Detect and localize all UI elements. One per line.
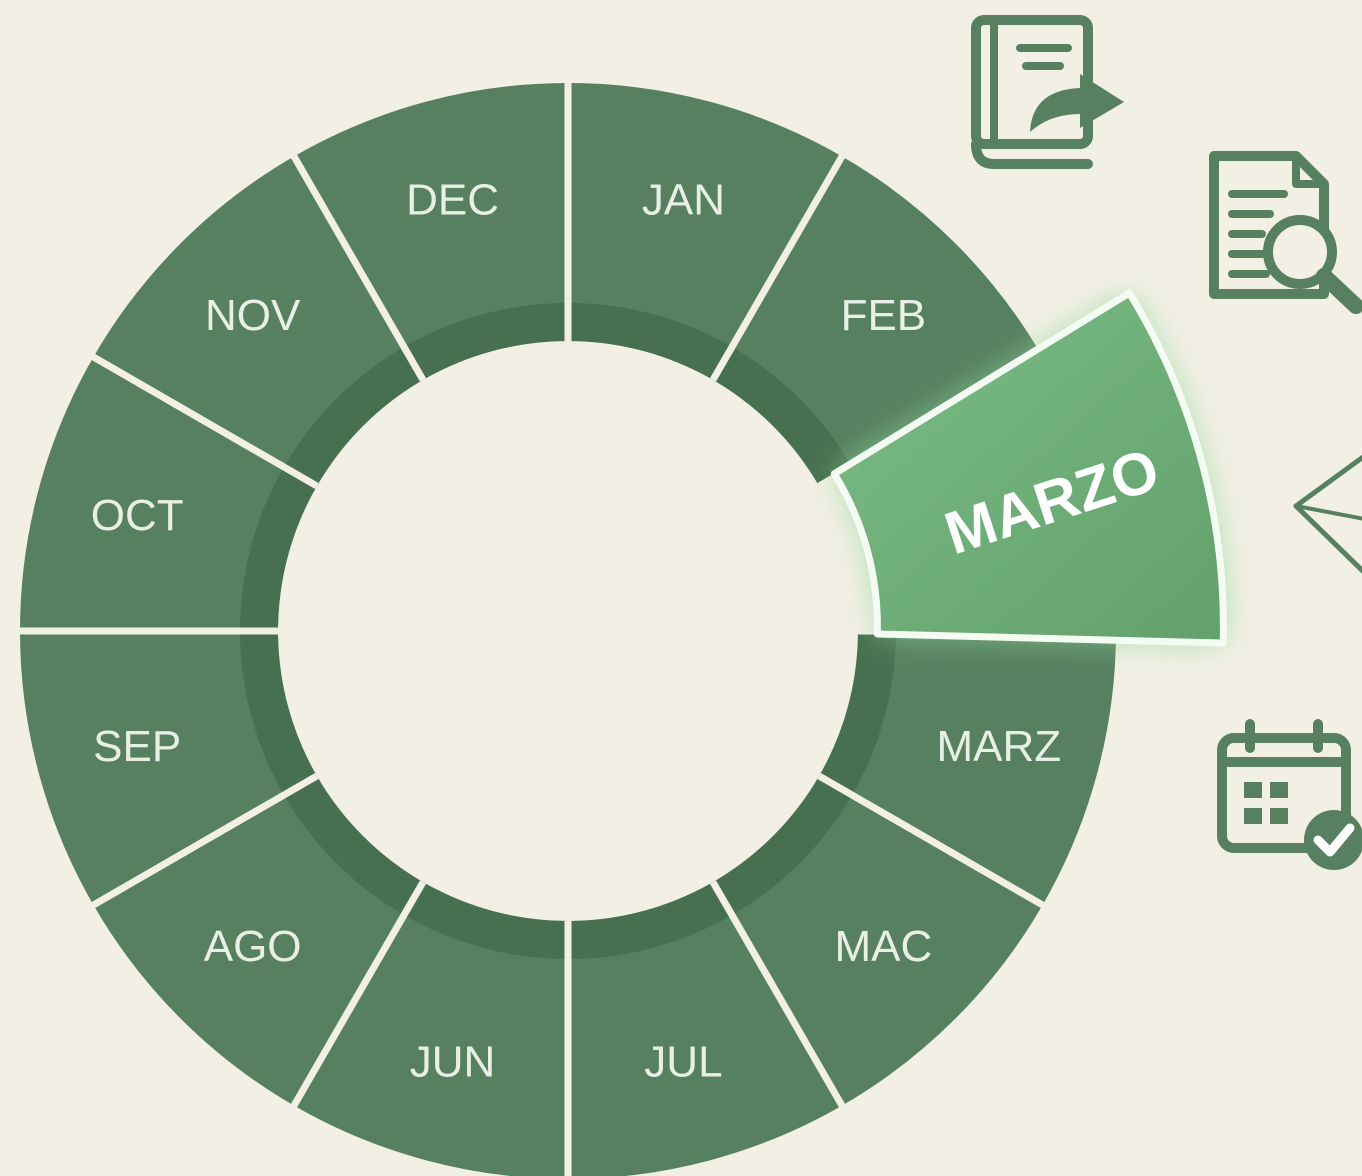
month-segment-jun[interactable] xyxy=(294,882,568,1176)
month-label: OCT xyxy=(91,491,184,540)
month-segment-sep[interactable] xyxy=(20,631,317,905)
month-label: MAC xyxy=(834,922,932,971)
month-label: AGO xyxy=(204,922,302,971)
month-label: SEP xyxy=(93,722,181,771)
month-label: JUL xyxy=(644,1037,722,1086)
month-label: NOV xyxy=(205,291,301,340)
segment-divider xyxy=(289,152,427,382)
month-segment-marz[interactable] xyxy=(819,631,1116,905)
month-label: JUN xyxy=(410,1037,496,1086)
segment-divider xyxy=(89,772,319,910)
month-segment-dec[interactable] xyxy=(294,83,568,380)
month-segment-jul[interactable] xyxy=(568,882,842,1176)
month-segment-oct[interactable] xyxy=(20,357,317,631)
segment-divider xyxy=(709,880,847,1110)
month-label: FEB xyxy=(841,291,927,340)
segment-divider xyxy=(709,152,847,382)
month-segment-jan[interactable] xyxy=(568,83,842,380)
month-label: MARZ xyxy=(936,722,1061,771)
highlighted-segment-group: MARZO xyxy=(830,289,1227,647)
paper-plane-icon xyxy=(1293,454,1362,574)
month-label: JAN xyxy=(642,176,725,225)
segment-divider xyxy=(817,772,1047,910)
highlighted-month-segment[interactable] xyxy=(830,289,1227,647)
segment-divider xyxy=(89,352,319,490)
month-label: DEC xyxy=(406,176,499,225)
book-share-icon xyxy=(971,15,1124,169)
calendar-check-icon xyxy=(1217,719,1362,870)
document-search-icon xyxy=(1209,151,1362,314)
inner-ring-band xyxy=(239,302,896,960)
segment-divider xyxy=(289,880,427,1110)
